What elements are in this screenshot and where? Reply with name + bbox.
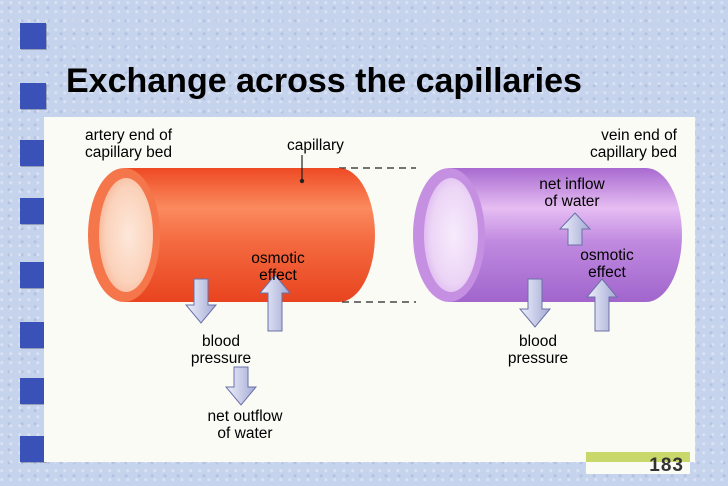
bullet-marker: [20, 322, 46, 348]
page-number-tag: 183: [586, 452, 690, 474]
net-inflow-label-line1: net inflow: [539, 176, 605, 193]
blood-pressure-label-left: blood pressure: [168, 333, 274, 367]
vein-cylinder: [413, 168, 682, 302]
net-outflow-label-line2: of water: [217, 425, 273, 442]
bullet-marker: [20, 83, 46, 109]
osmotic-effect-label-left-line2: effect: [259, 267, 297, 284]
artery-end-label-line2: capillary bed: [85, 144, 173, 161]
blood-pressure-label-right-line2: pressure: [507, 350, 569, 367]
net-inflow-arrow: [558, 212, 592, 246]
capillary-diagram: artery end of capillary bed capillary ve…: [44, 117, 695, 462]
net-inflow-label: net inflow of water: [522, 176, 622, 210]
osmotic-effect-label-left-line1: osmotic: [251, 250, 305, 267]
net-outflow-label-line1: net outflow: [207, 408, 283, 425]
osmotic-effect-label-right: osmotic effect: [557, 247, 657, 281]
blood-pressure-label-right: blood pressure: [485, 333, 591, 367]
bullet-marker: [20, 23, 46, 49]
net-inflow-label-line2: of water: [544, 193, 600, 210]
blood-pressure-arrow-left: [184, 278, 218, 324]
osmotic-arrow-left: [258, 274, 292, 332]
osmotic-effect-label-right-line1: osmotic: [580, 247, 634, 264]
osmotic-effect-label-right-line2: effect: [588, 264, 626, 281]
osmotic-arrow-right: [585, 278, 619, 332]
bullet-marker: [20, 140, 46, 166]
blood-pressure-label-left-line1: blood: [202, 333, 240, 350]
artery-cylinder: [88, 168, 375, 302]
page-number-bar: [586, 452, 690, 462]
vein-end-label-line1: vein end of: [601, 127, 677, 144]
capillary-diagram-graphic: [88, 155, 682, 406]
capillary-pointer-dot: [299, 178, 305, 184]
bullet-marker: [20, 198, 46, 224]
slide-title: Exchange across the capillaries: [66, 62, 582, 100]
blood-pressure-arrow-right: [518, 278, 552, 328]
bullet-marker: [20, 262, 46, 288]
blood-pressure-label-right-line1: blood: [519, 333, 557, 350]
net-outflow-arrow: [224, 366, 258, 406]
artery-end-label-line1: artery end of: [85, 127, 173, 144]
artery-end-label: artery end of capillary bed: [85, 127, 172, 161]
bullet-marker: [20, 436, 46, 462]
bullet-column: [20, 0, 50, 486]
blood-pressure-label-left-line2: pressure: [190, 350, 252, 367]
page-number: 183: [649, 455, 684, 474]
vein-end-label: vein end of capillary bed: [539, 127, 677, 161]
vein-end-label-line2: capillary bed: [589, 144, 677, 161]
capillary-label: capillary: [287, 137, 344, 154]
bullet-marker: [20, 378, 46, 404]
osmotic-effect-label-left: osmotic effect: [228, 250, 328, 284]
net-outflow-label: net outflow of water: [175, 408, 315, 442]
